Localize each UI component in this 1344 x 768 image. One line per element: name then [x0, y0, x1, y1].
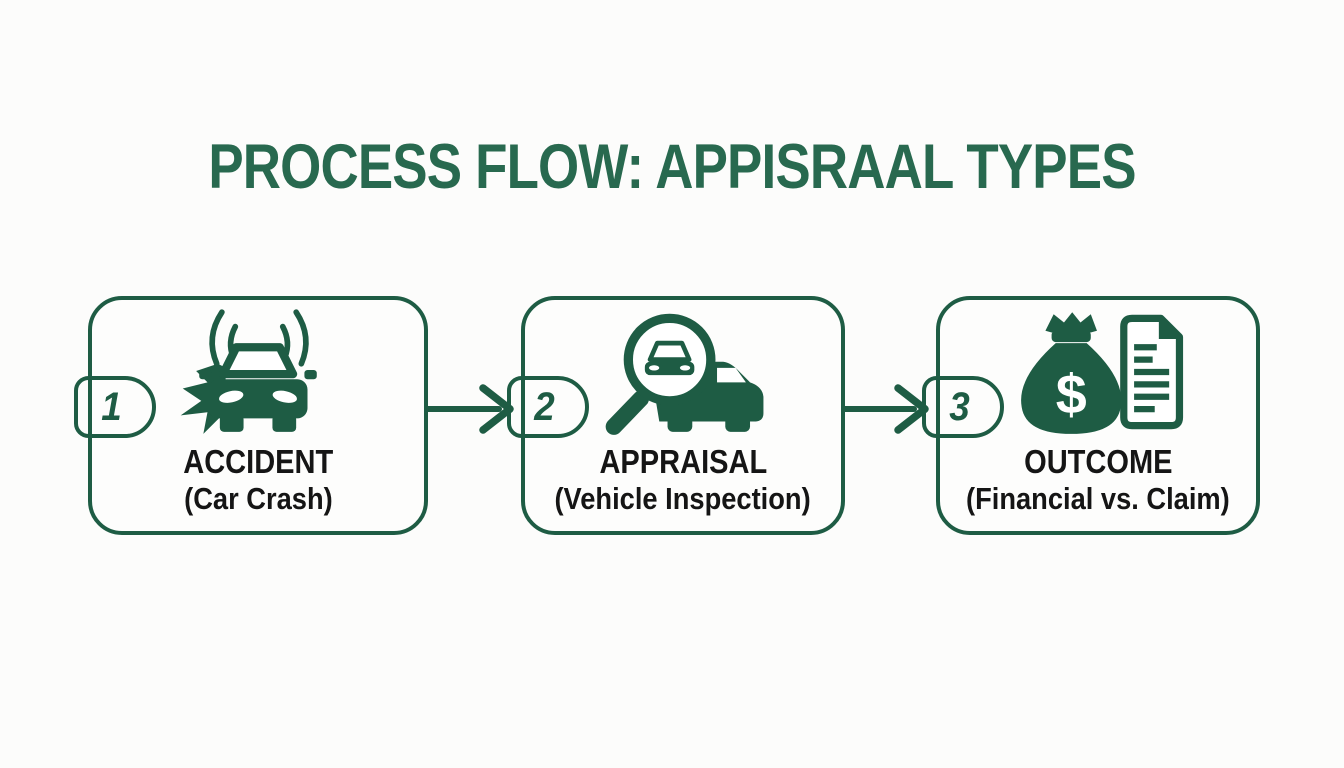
icon-container — [169, 306, 347, 438]
step-box-outcome: 3 $ OUTCOME (Financial vs. Claim) — [922, 296, 1260, 535]
step-label: APPRAISAL — [599, 443, 767, 480]
step-number-badge: 2 — [507, 376, 589, 438]
step-sublabel: (Vehicle Inspection) — [554, 481, 812, 516]
step-label: OUTCOME — [1023, 443, 1173, 480]
step-number: 3 — [949, 384, 970, 429]
arrow-right-icon — [842, 384, 929, 434]
car-crash-icon — [180, 309, 317, 434]
step-number: 1 — [101, 384, 122, 429]
money-bag-and-document-icon: $ — [1021, 312, 1184, 434]
step-number-badge: 1 — [74, 376, 156, 438]
step-sublabel: (Financial vs. Claim) — [966, 481, 1230, 516]
icon-container — [594, 306, 772, 438]
step-box-appraisal: 2 APPRAISAL (Vehicle Inspection) — [507, 296, 845, 535]
icon-container: $ — [1009, 306, 1187, 438]
step-box-accident: 1 ACCIDENT (Car Crash) — [74, 296, 428, 535]
step-sublabel: (Car Crash) — [183, 481, 333, 516]
step-number: 2 — [534, 384, 555, 429]
svg-text:$: $ — [1056, 363, 1087, 425]
step-number-badge: 3 — [922, 376, 1004, 438]
step-label: ACCIDENT — [182, 443, 334, 480]
arrow-right-icon — [425, 384, 514, 434]
page-title: PROCESS FLOW: APPISRAAL TYPES — [208, 132, 1136, 202]
car-inspection-magnifier-icon — [605, 313, 764, 435]
